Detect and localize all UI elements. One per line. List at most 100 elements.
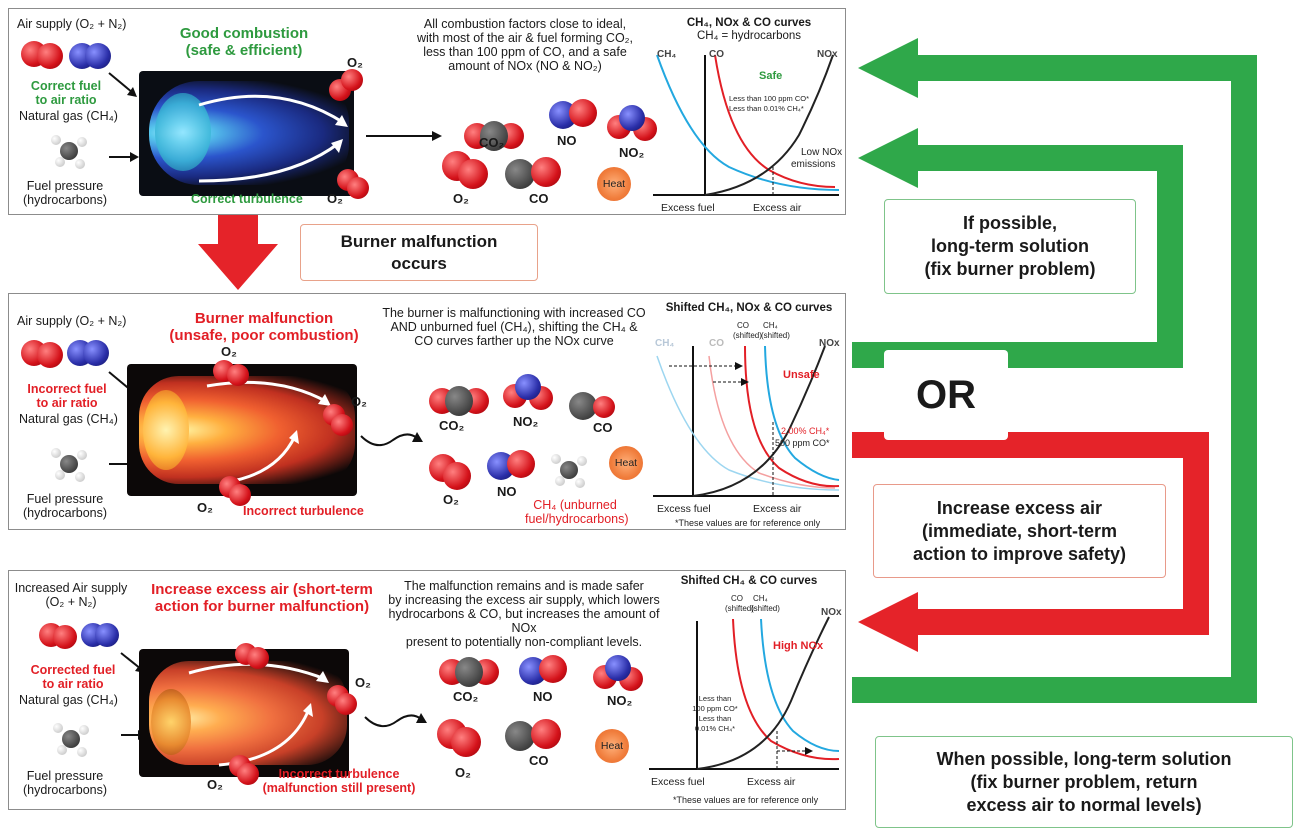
no2-label: NO₂ — [513, 414, 539, 429]
long-term-solution-box: If possible, long-term solution (fix bur… — [884, 199, 1136, 294]
nox-curve-label: NOx — [819, 338, 840, 349]
x-air-label: Excess air — [753, 503, 802, 515]
x-fuel-label: Excess fuel — [651, 776, 705, 788]
turbulence-label: Incorrect turbulence — [243, 504, 364, 518]
safe-note-line-1: Less than 100 ppm CO* — [729, 94, 809, 103]
low-nox-line-1: Low NOx — [801, 147, 842, 158]
o2-molecule-icon — [429, 454, 479, 494]
co-shifted-line-2: (shifted) — [733, 331, 762, 340]
no2-label: NO₂ — [619, 145, 645, 160]
fuel-pressure-label: Fuel pressure (hydrocarbons) — [22, 492, 108, 520]
increase-excess-air-box: Increase excess air (immediate, short-te… — [873, 484, 1166, 578]
ch4-curve-label: CH₄ — [655, 338, 674, 349]
panel-burner-malfunction: Air supply (O₂ + N₂) Incorrect fuel to a… — [8, 293, 846, 530]
panel-title: Burner malfunction (unsafe, poor combust… — [169, 310, 359, 344]
note-line-3: Less than — [699, 714, 732, 723]
or-label: OR — [884, 350, 1008, 440]
description: All combustion factors close to ideal, w… — [416, 17, 634, 73]
co-curve-label: CO — [709, 49, 724, 60]
co-molecule-icon — [505, 719, 563, 751]
o2-molecule-icon-2 — [442, 151, 492, 191]
ch4-molecule-icon — [49, 133, 89, 169]
graph-title: Shifted CH₄, NOx & CO curves — [665, 302, 833, 314]
co-shifted-line-1: CO — [731, 594, 743, 603]
flame-image — [139, 71, 354, 196]
low-nox-line-2: emissions — [791, 159, 835, 170]
fuel-pressure-label: Fuel pressure (hydrocarbons) — [22, 769, 108, 797]
natural-gas-label: Natural gas (CH₄) — [19, 109, 118, 123]
no-molecule-icon — [487, 450, 535, 480]
x-fuel-label: Excess fuel — [657, 503, 711, 515]
ch4-value: 2.00% CH₄* — [781, 426, 830, 436]
inlet-arrows — [108, 72, 139, 162]
o2-product-label: O₂ — [443, 492, 459, 507]
fuel-air-ratio-label: Corrected fuel to air ratio — [30, 663, 116, 691]
high-nox-label: High NOx — [773, 640, 824, 652]
air-supply-label: Air supply (O₂ + N₂) — [17, 314, 127, 328]
safe-note-line-2: Less than 0.01% CH₄* — [729, 104, 804, 113]
fuel-pressure-label: Fuel pressure (hydrocarbons) — [22, 179, 108, 207]
co2-label: CO₂ — [453, 689, 479, 704]
no2-label: NO₂ — [607, 693, 633, 708]
ch4-unburned-icon — [549, 452, 589, 488]
co-shifted-line-2: (shifted) — [725, 604, 754, 613]
panel-good-combustion: Air supply (O₂ + N₂) Correct fuel to air… — [8, 8, 846, 215]
description: The burner is malfunctioning with increa… — [382, 306, 646, 348]
ch4-molecule-icon — [49, 446, 89, 482]
flame-image — [139, 649, 349, 777]
o2-top-label: O₂ — [347, 55, 363, 70]
co-molecule-icon — [505, 157, 563, 189]
ch4-shifted-line-1: CH₄ — [763, 321, 778, 330]
note-line-4: 0.01% CH₄* — [695, 724, 735, 733]
emissions-graph-high-nox: CO (shifted) CH₄ (shifted) NOx High NOx … — [649, 594, 842, 805]
fuel-air-ratio-label: Incorrect fuel to air ratio — [27, 382, 107, 410]
co2-label: CO₂ — [439, 418, 465, 433]
x-fuel-label: Excess fuel — [661, 202, 715, 214]
ch4-shifted-line-1: CH₄ — [753, 594, 768, 603]
nox-curve-label: NOx — [821, 607, 842, 618]
nox-curve-label: NOx — [817, 49, 838, 60]
unsafe-label: Unsafe — [783, 369, 820, 381]
co-curve-label: CO — [709, 338, 724, 349]
fuel-air-ratio-label: Correct fuel to air ratio — [30, 79, 102, 107]
natural-gas-label: Natural gas (CH₄) — [19, 693, 118, 707]
output-arrow — [364, 713, 427, 728]
ch4-shifted-line-2: (shifted) — [751, 604, 780, 613]
co-label: CO — [529, 753, 549, 768]
no-molecule-icon — [549, 99, 597, 129]
heat-icon: Heat — [595, 729, 629, 763]
co2-molecule-icon — [439, 657, 499, 687]
co-label: CO — [529, 191, 549, 206]
graph-title: Shifted CH₄ & CO curves — [680, 575, 818, 587]
heat-icon: Heat — [609, 446, 643, 480]
o2-right-label: O₂ — [355, 675, 371, 690]
o2-top-label: O₂ — [221, 344, 237, 359]
co-value: 500 ppm CO* — [775, 438, 830, 448]
footnote: *These values are for reference only — [673, 795, 819, 805]
co2-molecule-icon — [429, 386, 489, 416]
o2-right-label: O₂ — [351, 394, 367, 409]
no2-molecule-icon — [593, 655, 643, 695]
panel-increase-excess-air: Increased Air supply (O₂ + N₂) Corrected… — [8, 570, 846, 810]
co-shifted-line-1: CO — [737, 321, 749, 330]
description: The malfunction remains and is made safe… — [388, 579, 660, 649]
emissions-graph: CH₄ CO NOx Safe Less than 100 ppm CO* Le… — [653, 49, 842, 214]
when-possible-solution-box: When possible, long-term solution (fix b… — [875, 736, 1293, 828]
note-line-1: Less than — [699, 694, 732, 703]
output-arrow — [360, 432, 423, 447]
heat-icon: Heat — [597, 167, 631, 201]
ch4-shifted-line-2: (shifted) — [761, 331, 790, 340]
panel-title: Good combustion (safe & efficient) — [179, 25, 309, 59]
output-arrow — [366, 131, 442, 141]
ch4-unburned-label: CH₄ (unburned fuel/hydrocarbons) — [525, 498, 629, 526]
panel-title: Increase excess air (short-term action f… — [151, 581, 373, 615]
o2-product-label: O₂ — [455, 765, 471, 780]
x-air-label: Excess air — [747, 776, 796, 788]
note-line-2: 100 ppm CO* — [692, 704, 738, 713]
no-label: NO — [557, 133, 577, 148]
o2-bottom-label: O₂ — [197, 500, 213, 515]
o2-molecule-icon — [437, 719, 487, 759]
o2-bottom-label: O₂ — [327, 191, 343, 206]
